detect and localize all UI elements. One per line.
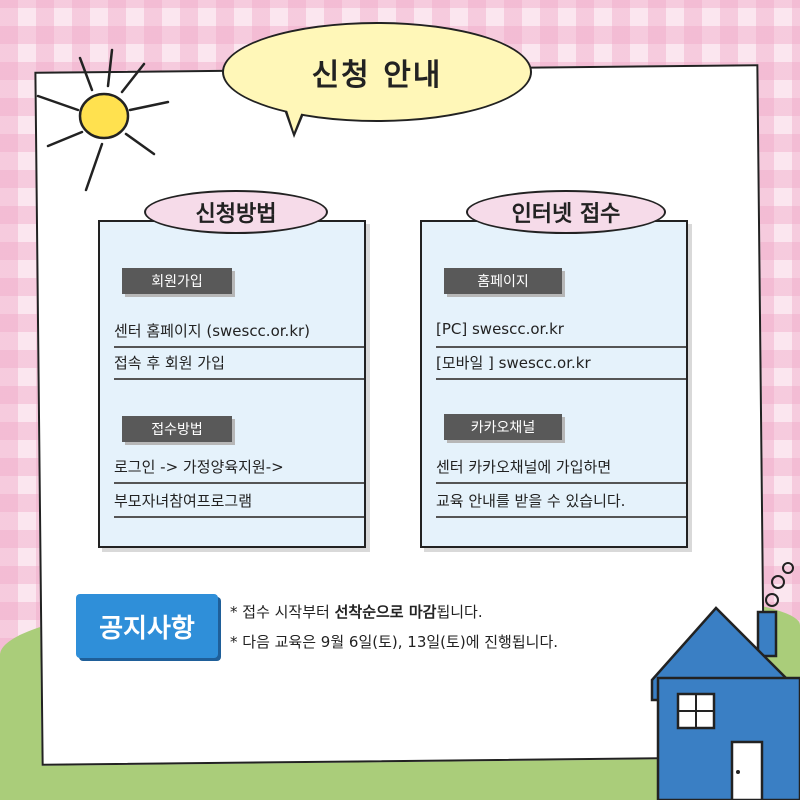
method-signup-label: 회원가입 (122, 268, 232, 294)
title-bubble-tail-fill (285, 104, 305, 132)
house-icon (650, 562, 800, 800)
method-apply-line-2: 부모자녀참여프로그램 (114, 490, 364, 518)
method-signup-line-1: 센터 홈페이지 (swescc.or.kr) (114, 320, 364, 348)
page-title: 신청 안내 (311, 58, 443, 93)
method-apply-line-1: 로그인 -> 가정양육지원-> (114, 456, 364, 484)
method-tag: 신청방법 (144, 190, 328, 234)
notice-line-1-suffix: 됩니다. (436, 603, 483, 621)
online-homepage-label: 홈페이지 (444, 268, 562, 294)
method-signup-line-2: 접속 후 회원 가입 (114, 352, 364, 380)
online-kakao-line-2: 교육 안내를 받을 수 있습니다. (436, 490, 686, 518)
online-homepage-line-1: [PC] swescc.or.kr (436, 320, 686, 348)
notice-badge: 공지사항 (76, 594, 218, 658)
notice-line-1-bold: 선착순으로 마감 (334, 603, 437, 621)
method-apply-label: 접수방법 (122, 416, 232, 442)
online-tag: 인터넷 접수 (466, 190, 666, 234)
title-bubble: 신청 안내 (222, 22, 532, 122)
sun-icon (36, 48, 170, 192)
online-kakao-label: 카카오채널 (444, 414, 562, 440)
notice-line-1: * 접수 시작부터 선착순으로 마감됩니다. (230, 601, 483, 622)
notice-line-2: * 다음 교육은 9월 6일(토), 13일(토)에 진행됩니다. (230, 633, 559, 651)
online-kakao-line-1: 센터 카카오채널에 가입하면 (436, 456, 686, 484)
notice-line-1-prefix: * 접수 시작부터 (230, 603, 335, 621)
online-homepage-line-2: [모바일 ] swescc.or.kr (436, 352, 686, 380)
